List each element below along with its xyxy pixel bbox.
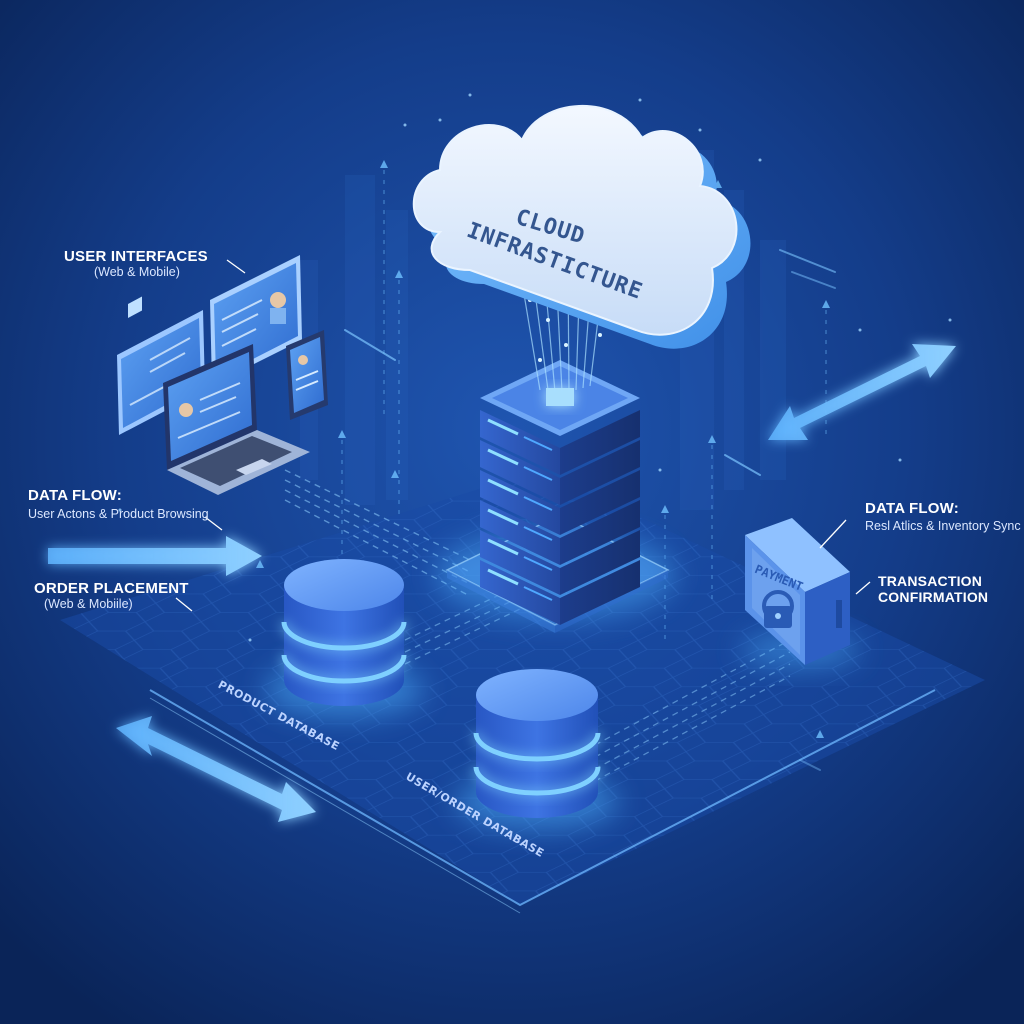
server-unit-light (523, 466, 553, 481)
user-interface-devices (117, 255, 328, 495)
server-unit-light (487, 478, 519, 496)
data-streaks (344, 249, 836, 771)
server-unit-side (560, 500, 640, 565)
connector-icon (819, 519, 847, 549)
server-unit-light (487, 568, 519, 586)
user-order-database (455, 669, 619, 830)
data-flow-right-label: DATA FLOW: Resl Atlics & Inventory Sync (865, 500, 1021, 533)
monitor-center (210, 255, 302, 385)
server-unit-side (560, 410, 640, 475)
order-placement-subtitle: (Web & Mobiile) (44, 597, 133, 611)
sparkles (118, 93, 952, 642)
server-unit-light (523, 556, 553, 571)
connector-icons (175, 259, 871, 612)
laptop (163, 344, 310, 495)
data-flow-left-label: DATA FLOW: User Actons & Product Browsin… (28, 487, 209, 521)
connector-icon (204, 516, 223, 531)
server-unit-side (560, 560, 640, 625)
tablet (286, 330, 328, 420)
data-flow-left-subtitle: User Actons & Product Browsing (28, 507, 209, 521)
payment-gateway (740, 518, 860, 668)
data-flow-right-title: DATA FLOW: (865, 500, 959, 517)
server-unit-side (560, 440, 640, 505)
server-unit-light (523, 436, 553, 451)
monitor-left (117, 296, 205, 435)
flow-arrow-right (48, 536, 262, 576)
transaction-line2: CONFIRMATION (878, 589, 989, 605)
server-unit-light (523, 586, 553, 601)
transaction-label: TRANSACTION CONFIRMATION (878, 573, 988, 605)
server-unit-side (560, 530, 640, 595)
connector-icon (855, 581, 871, 595)
transaction-line1: TRANSACTION (878, 573, 983, 589)
cloud-infrastructure (412, 105, 751, 349)
user-interfaces-title: USER INTERFACES (64, 248, 208, 265)
user-interfaces-subtitle: (Web & Mobile) (94, 265, 180, 279)
traffic-lines-db-server (404, 584, 791, 782)
server-unit-light (523, 526, 553, 541)
server-unit-light (487, 448, 519, 466)
server-unit-light (487, 538, 519, 556)
product-database (264, 559, 424, 718)
server-unit-light (523, 496, 553, 511)
server-unit-light (487, 418, 519, 436)
order-placement-label: ORDER PLACEMENT (Web & Mobiile) (34, 580, 189, 611)
server-tower (480, 360, 640, 625)
user-interfaces-label: USER INTERFACES (Web & Mobile) (64, 248, 208, 279)
connector-icon (226, 259, 246, 274)
connector-icon (175, 597, 193, 612)
server-unit-light (487, 508, 519, 526)
order-placement-title: ORDER PLACEMENT (34, 580, 189, 597)
flow-arrow-double-right (768, 344, 956, 440)
data-flow-left-title: DATA FLOW: (28, 487, 122, 504)
server-unit-side (560, 470, 640, 535)
data-flow-right-subtitle: Resl Atlics & Inventory Sync (865, 519, 1021, 533)
traffic-lines-laptop-server (284, 469, 471, 597)
flow-arrow-double-left (116, 716, 316, 822)
